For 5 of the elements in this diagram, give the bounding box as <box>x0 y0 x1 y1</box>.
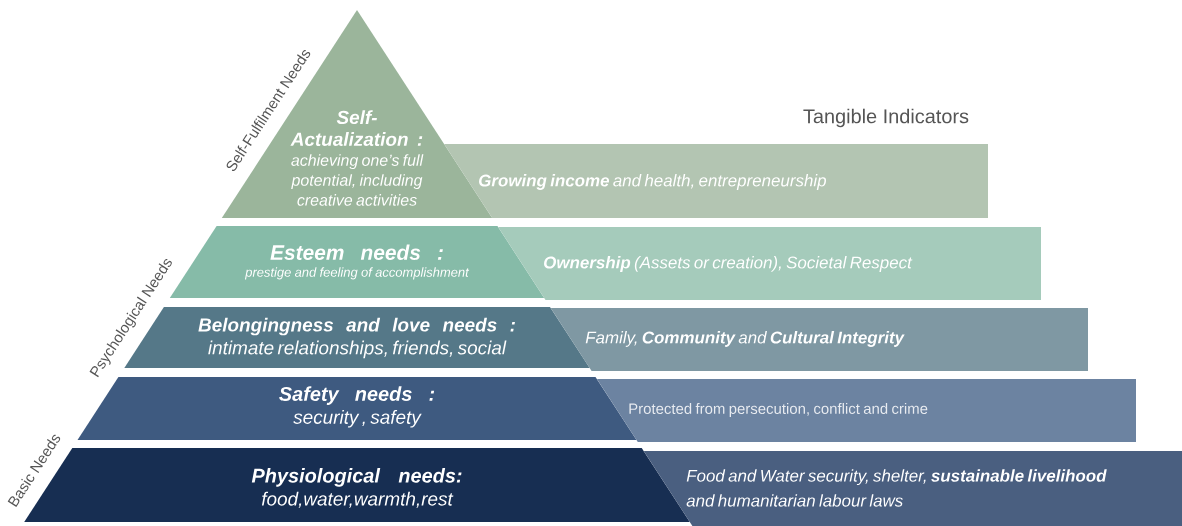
indicator-band: Protected from persecution, conflict and crime <box>596 379 1136 442</box>
indicator-band: Food and Water security, shelter, sustainable livelihood and humanitarian labour laws <box>643 451 1182 526</box>
indicator-band: Family, Community and Cultural Integrity <box>550 308 1088 371</box>
indicator-band: Ownership (Assets or creation), Societal Respect <box>498 227 1041 300</box>
indicator-band: Growing income and health, entrepreneurship <box>444 144 988 218</box>
